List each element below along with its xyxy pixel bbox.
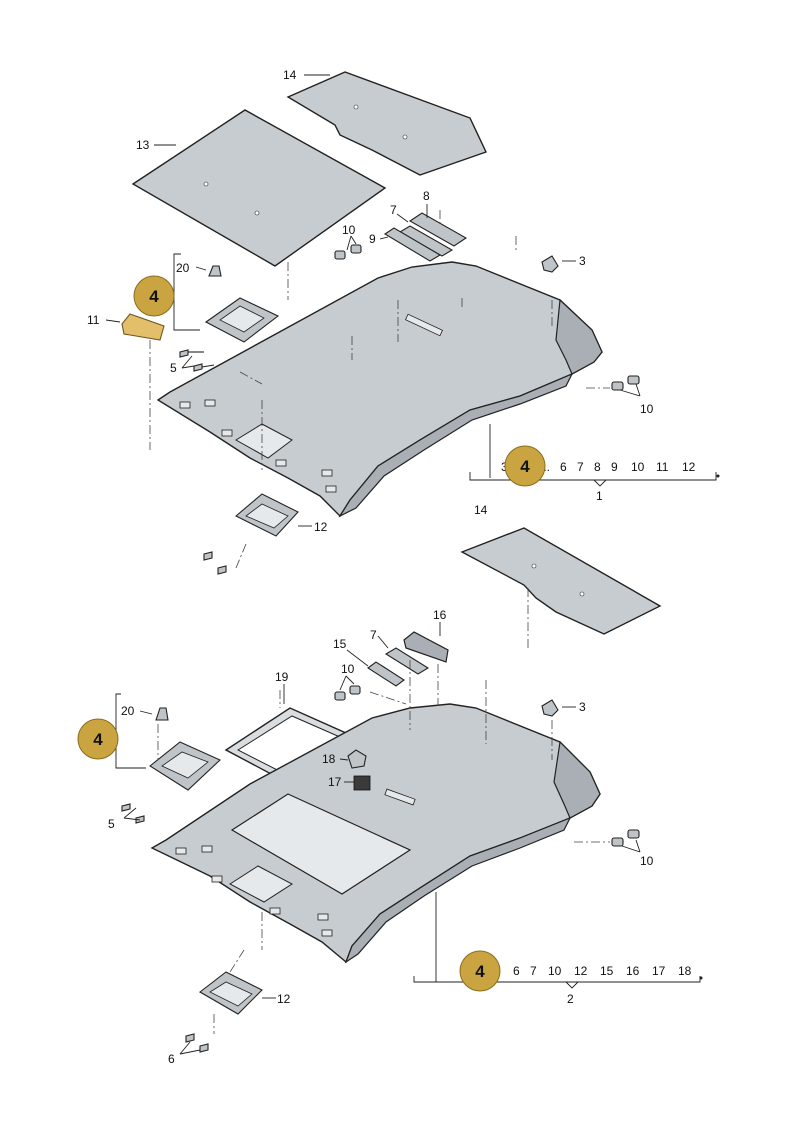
callout-7: 7 (390, 203, 397, 217)
group-label-2: 2 (567, 992, 574, 1006)
callout-20: 20 (176, 261, 190, 275)
callout-12-lower: 12 (277, 992, 291, 1006)
svg-text:6: 6 (513, 964, 520, 978)
hook-3-lower (541, 699, 559, 717)
foam-strip-7-lower (384, 647, 430, 675)
group-label-1: 1 (596, 489, 603, 503)
clip-10-c (611, 381, 624, 391)
clip-10-d (627, 375, 640, 385)
upper-assembly: 14 13 8 7 9 10 3 20 11 5 10 12 4 3 ... 6… (87, 68, 720, 575)
headliner-shell-2-lip (344, 816, 572, 964)
bracket-18 (347, 749, 367, 769)
svg-text:18: 18 (678, 964, 692, 978)
svg-text:9: 9 (611, 460, 618, 474)
callout-6: 6 (168, 1052, 175, 1066)
foam-strip-8 (408, 212, 468, 247)
dome-opening-2 (229, 865, 293, 903)
clip-10-g (611, 837, 624, 847)
foam-block-16 (403, 631, 449, 663)
foam-block-11 (121, 313, 165, 341)
insulation-panel-14-lower (460, 527, 662, 635)
callout-10-right: 10 (640, 402, 654, 416)
svg-text:4: 4 (475, 962, 485, 981)
callout-14-lower: 14 (474, 503, 488, 517)
clip-10-f (349, 685, 361, 695)
svg-text:12: 12 (574, 964, 588, 978)
callout-3-lower: 3 (579, 700, 586, 714)
svg-text:12: 12 (682, 460, 696, 474)
clip-10-h (627, 829, 640, 839)
connector-17 (353, 775, 371, 791)
callout-9: 9 (369, 232, 376, 246)
callout-18: 18 (322, 752, 336, 766)
svg-text:11: 11 (656, 460, 669, 474)
group-list-1: 3 ... 6 7 8 9 10 11 12 1 (501, 460, 720, 503)
insulation-panel-14 (286, 71, 487, 176)
badge-4-group-upper: 4 (504, 445, 546, 487)
svg-text:10: 10 (548, 964, 562, 978)
callout-20-lower: 20 (121, 704, 135, 718)
svg-text:6: 6 (560, 460, 567, 474)
insulation-panel-13 (131, 109, 387, 267)
headliner-shell-1-lip (338, 372, 574, 518)
svg-text:10: 10 (631, 460, 645, 474)
svg-text:17: 17 (652, 964, 666, 978)
badge-4-left-lower: 4 (77, 718, 119, 760)
svg-text:3: 3 (501, 460, 508, 474)
callout-12: 12 (314, 520, 328, 534)
clip-10-a (334, 250, 346, 260)
headliner-shell-1-edge (555, 298, 603, 375)
svg-text:15: 15 (600, 964, 614, 978)
dome-opening-1 (235, 423, 293, 459)
callout-5-lower: 5 (108, 817, 115, 831)
svg-text:4: 4 (149, 287, 159, 306)
svg-text:4: 4 (520, 457, 530, 476)
foam-strip-9 (383, 227, 442, 262)
callout-14: 14 (283, 68, 297, 82)
callout-3: 3 (579, 254, 586, 268)
callout-10-right-lower: 10 (640, 854, 654, 868)
group-list-2: 6 7 10 12 15 16 17 18 2 (513, 964, 703, 1006)
callout-7-lower: 7 (370, 628, 377, 642)
callout-8: 8 (423, 189, 430, 203)
svg-text:7: 7 (530, 964, 537, 978)
svg-text:7: 7 (577, 460, 584, 474)
svg-text:8: 8 (594, 460, 601, 474)
hook-3 (541, 255, 559, 273)
svg-text:4: 4 (93, 730, 103, 749)
clip-10-b (350, 244, 362, 254)
clip-20 (208, 265, 222, 277)
badge-4-group-lower: 4 (459, 950, 501, 992)
foam-strip-15 (367, 661, 405, 687)
callout-10-lower: 10 (341, 662, 355, 676)
callout-11: 11 (87, 313, 100, 327)
badge-4-left-upper: 4 (133, 275, 175, 317)
screws-5 (179, 349, 215, 372)
callout-5: 5 (170, 361, 177, 375)
callout-13: 13 (136, 138, 150, 152)
svg-text:16: 16 (626, 964, 640, 978)
clip-20-lower (155, 707, 169, 721)
lower-assembly: 14 16 7 15 10 19 3 20 18 17 5 10 12 6 4 … (77, 503, 703, 1066)
headliner-shell-2-edge (553, 740, 601, 819)
callout-15: 15 (333, 637, 347, 651)
callout-17: 17 (328, 775, 342, 789)
callout-10: 10 (342, 223, 356, 237)
callout-19: 19 (275, 670, 289, 684)
clip-10-e (334, 691, 346, 701)
callout-16: 16 (433, 608, 447, 622)
sunroof-opening (230, 793, 412, 895)
